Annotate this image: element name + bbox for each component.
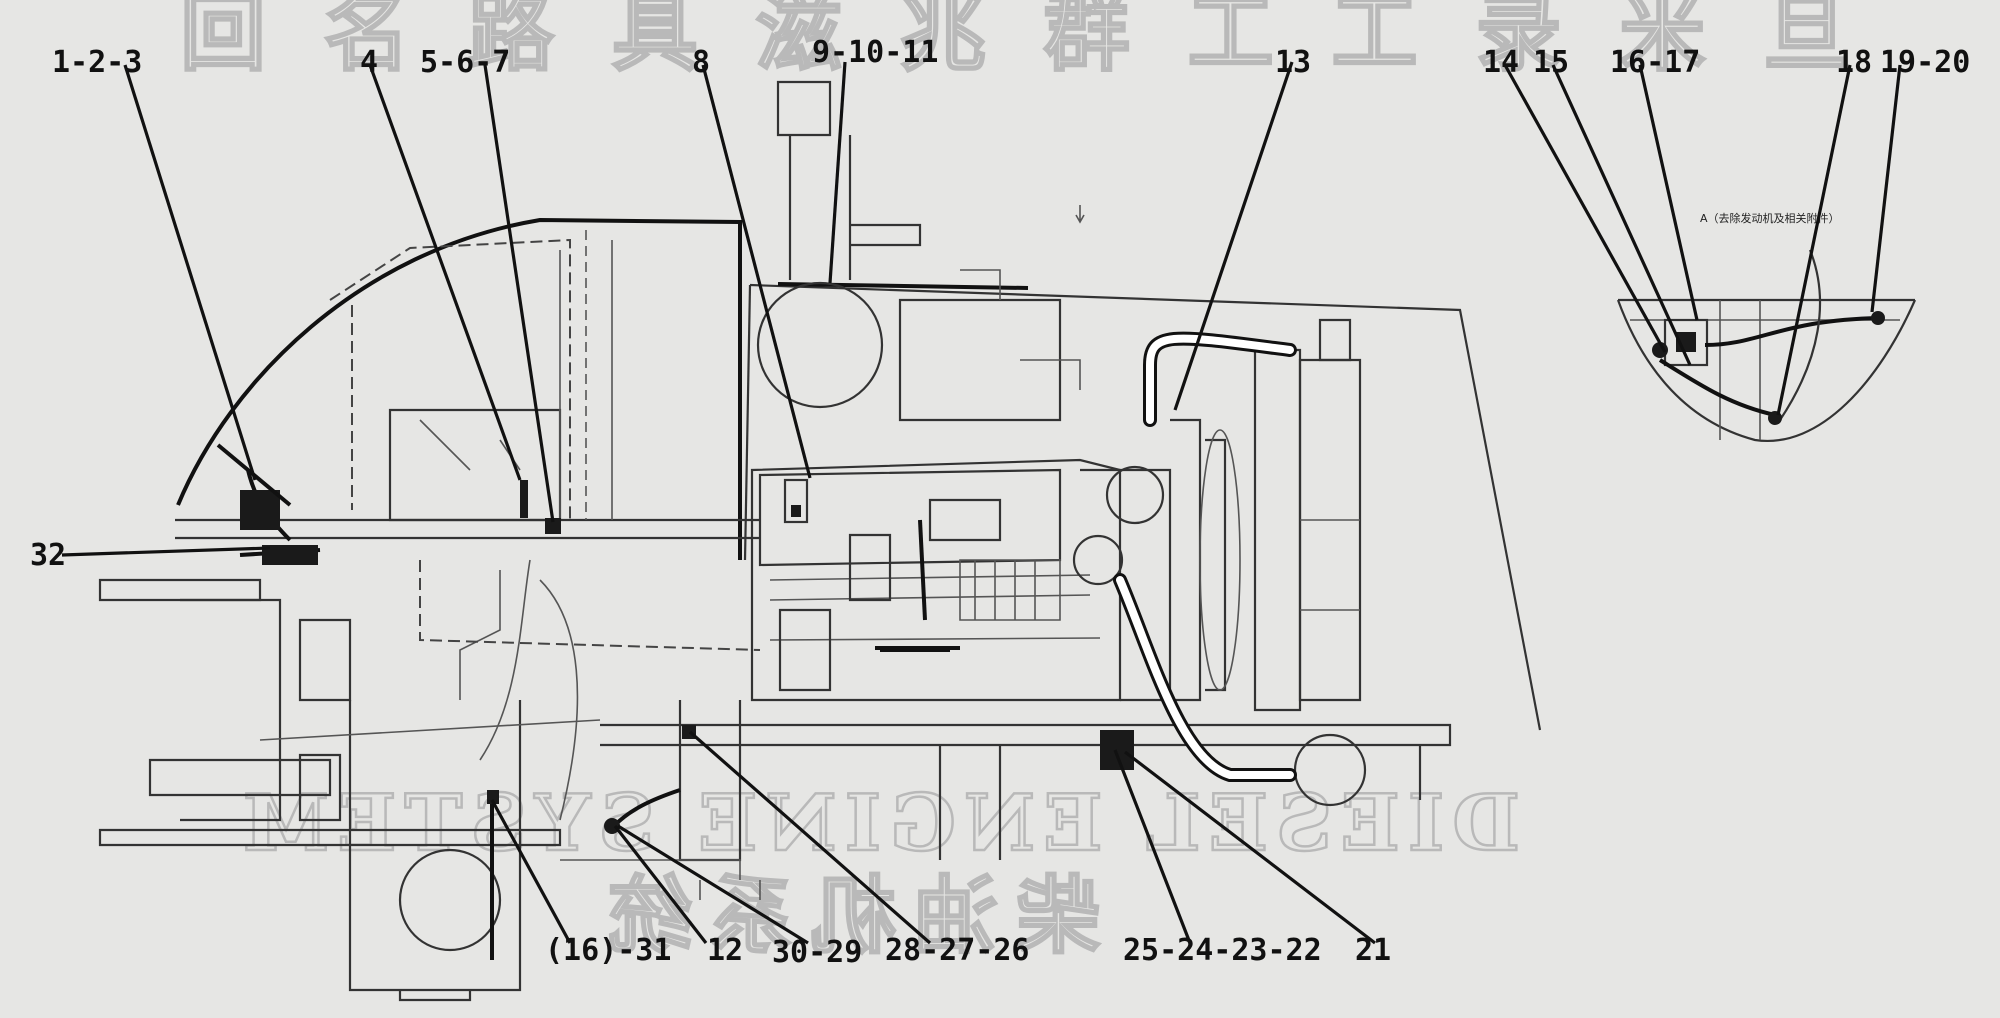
watermark-bottom: DIESEL ENGINE SYSTEM [233,777,1521,871]
label-4: 4 [360,45,378,80]
label-9-10-11: 9-10-11 [812,35,938,70]
label-13: 13 [1275,45,1311,80]
detail-view-caption: A（去除发动机及相关附件） [1700,211,1840,225]
radiator-assembly [1170,318,1362,712]
part-labels: 1-2-3 4 5-6-7 8 9-10-11 13 14 15 16-17 1… [30,35,1970,970]
label-21: 21 [1355,933,1391,968]
label-25-24-23-22: 25-24-23-22 [1123,933,1322,968]
engine-block [750,458,1172,702]
chassis-frame [98,559,1452,1002]
label-32: 32 [30,538,66,573]
label-28-27-26: 28-27-26 [885,933,1030,968]
exhaust-stack [756,80,1081,422]
label-15: 15 [1533,45,1569,80]
label-8: 8 [692,45,710,80]
label-19-20: 19-20 [1880,45,1970,80]
label-18: 18 [1836,45,1872,80]
leader-lines [61,61,1902,945]
label-16-17: 16-17 [1610,45,1700,80]
watermark-top: 回 名 路 具 滋 兆 群 工 工 录 米 旦 [180,0,1863,83]
detail-view-inset [1616,249,1917,443]
watermark-bottom-cn-wrap: 柴油机系统 [589,865,1102,967]
label-14: 14 [1483,45,1519,80]
hood-outline [743,282,1542,731]
label-1-2-3: 1-2-3 [52,45,142,80]
label-12: 12 [707,933,743,968]
label-30-29: 30-29 [772,935,862,970]
watermark-bottom-cn: 柴油机系统 [590,866,1100,965]
label-5-6-7: 5-6-7 [420,45,510,80]
watermark-bottom-en: DIESEL ENGINE SYSTEM [235,778,1520,869]
hoses-and-fittings [216,331,1297,960]
view-arrow [1075,205,1085,224]
label-16-31: (16)-31 [545,933,671,968]
